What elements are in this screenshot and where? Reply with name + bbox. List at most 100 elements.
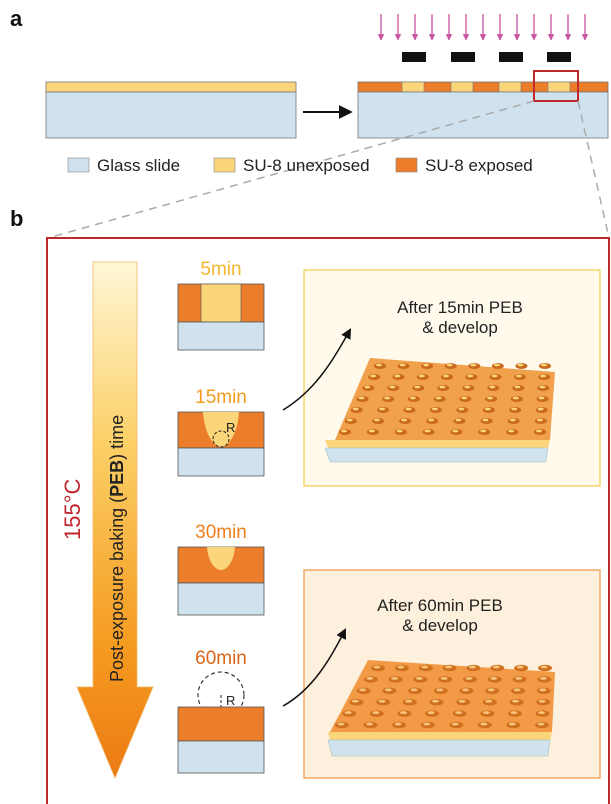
feature-dot-highlight (366, 722, 374, 726)
zoom-region-box (533, 70, 579, 102)
feature-dot-highlight (541, 363, 547, 367)
stage-time-60min: 60min (195, 648, 247, 669)
feature-dot-highlight (379, 407, 386, 411)
su8-exposed-layer (357, 81, 609, 93)
feature-dot-highlight (484, 407, 491, 411)
feature-dot-highlight (423, 722, 431, 726)
feature-dot-highlight (451, 722, 459, 726)
radius-label: R (226, 693, 235, 708)
feature-dot-highlight (536, 418, 543, 422)
cross-section-30min (177, 546, 265, 616)
feature-dot-highlight (366, 676, 374, 680)
feature-dot-highlight (344, 711, 352, 715)
feature-dot-highlight (346, 418, 353, 422)
feature-dot-highlight (364, 385, 371, 389)
feature-dot-highlight (446, 363, 453, 367)
feature-dot-highlight (537, 407, 544, 411)
feature-dot-highlight (373, 665, 381, 669)
feature-dot-highlight (487, 688, 495, 692)
legend-swatch-glass (67, 157, 90, 173)
feature-dot-highlight (399, 711, 407, 715)
feature-dot-highlight (391, 676, 399, 680)
feature-dot-highlight (508, 722, 516, 726)
feature-dot-highlight (458, 699, 466, 703)
feature-dot-highlight (370, 374, 377, 378)
feature-dot-highlight (489, 385, 496, 389)
feature-dot-highlight (341, 429, 347, 433)
legend-label-glass: Glass slide (97, 156, 180, 175)
feature-dot-highlight (538, 396, 545, 400)
feature-dot-highlight (427, 711, 435, 715)
feature-dot-highlight (515, 676, 523, 680)
feature-dot-highlight (536, 429, 542, 433)
feature-dot-highlight (405, 699, 413, 703)
feature-dot-highlight (480, 429, 487, 433)
legend-label-unexposed: SU-8 unexposed (243, 156, 370, 175)
stage-time-5min: 5min (200, 259, 241, 280)
feature-dot-highlight (468, 665, 476, 669)
feature-dot-highlight (493, 363, 500, 367)
feature-dot-highlight (376, 363, 382, 367)
feature-dot-highlight (508, 429, 515, 433)
panel-a-label: a (10, 6, 23, 31)
feature-dot-highlight (418, 374, 425, 378)
feature-dot-highlight (409, 396, 416, 400)
feature-dot-highlight (485, 699, 493, 703)
feature-dot-highlight (405, 407, 412, 411)
feature-dot-highlight (414, 385, 421, 389)
feature-dot-highlight (384, 688, 392, 692)
feature-dot-highlight (512, 396, 519, 400)
feature-dot-highlight (491, 374, 498, 378)
feature-dot-highlight (399, 363, 406, 367)
feature-dot-highlight (439, 385, 446, 389)
microstructure-array-15min (324, 358, 555, 463)
photomask (402, 52, 571, 62)
feature-dot-highlight (394, 722, 402, 726)
feature-dot-highlight (452, 429, 459, 433)
feature-dot-highlight (539, 688, 547, 692)
radius-circle (212, 430, 230, 448)
result-60min-line1: After 60min PEB (377, 596, 503, 615)
feature-dot-highlight (337, 722, 345, 726)
glass-slide (45, 91, 297, 139)
stage-time-15min: 15min (195, 387, 247, 408)
feature-dot-highlight (372, 711, 380, 715)
feature-dot-highlight (510, 711, 518, 715)
feature-dot-highlight (421, 665, 429, 669)
feature-dot-highlight (435, 396, 442, 400)
feature-dots (335, 664, 552, 729)
feature-dot-highlight (397, 665, 405, 669)
feature-dot-highlight (515, 374, 522, 378)
peb-axis-suffix: ) time (107, 415, 127, 460)
feature-dot-highlight (359, 688, 367, 692)
result-60min-line2: & develop (402, 616, 478, 635)
feature-dot-highlight (513, 688, 521, 692)
glass-slide (357, 91, 609, 139)
feature-dot-highlight (431, 407, 438, 411)
feature-dot-highlight (368, 429, 375, 433)
feature-dot-highlight (373, 418, 380, 422)
feature-dot-highlight (396, 429, 403, 433)
feature-dot-highlight (436, 688, 444, 692)
feature-dot-highlight (378, 699, 386, 703)
legend-label-exposed: SU-8 exposed (425, 156, 533, 175)
panel-b-frame (46, 237, 610, 804)
feature-dot-highlight (516, 665, 524, 669)
radius-label: R (226, 420, 235, 435)
feature-dot-highlight (410, 688, 418, 692)
cross-section-5min (177, 283, 265, 351)
stage-time-30min: 30min (195, 522, 247, 543)
cross-section-60min: R (177, 671, 265, 774)
feature-dot-highlight (539, 385, 546, 389)
feature-dot-highlight (394, 374, 401, 378)
feature-dot-highlight (352, 407, 359, 411)
peb-axis-bold: PEB (107, 460, 127, 497)
feature-dot-highlight (358, 396, 365, 400)
microstructure-array-60min (327, 660, 555, 757)
feature-dot-highlight (455, 711, 463, 715)
feature-dot-highlight (540, 374, 547, 378)
feature-dot-highlight (443, 374, 450, 378)
feature-dot-highlight (480, 722, 488, 726)
feature-dot-highlight (384, 396, 391, 400)
